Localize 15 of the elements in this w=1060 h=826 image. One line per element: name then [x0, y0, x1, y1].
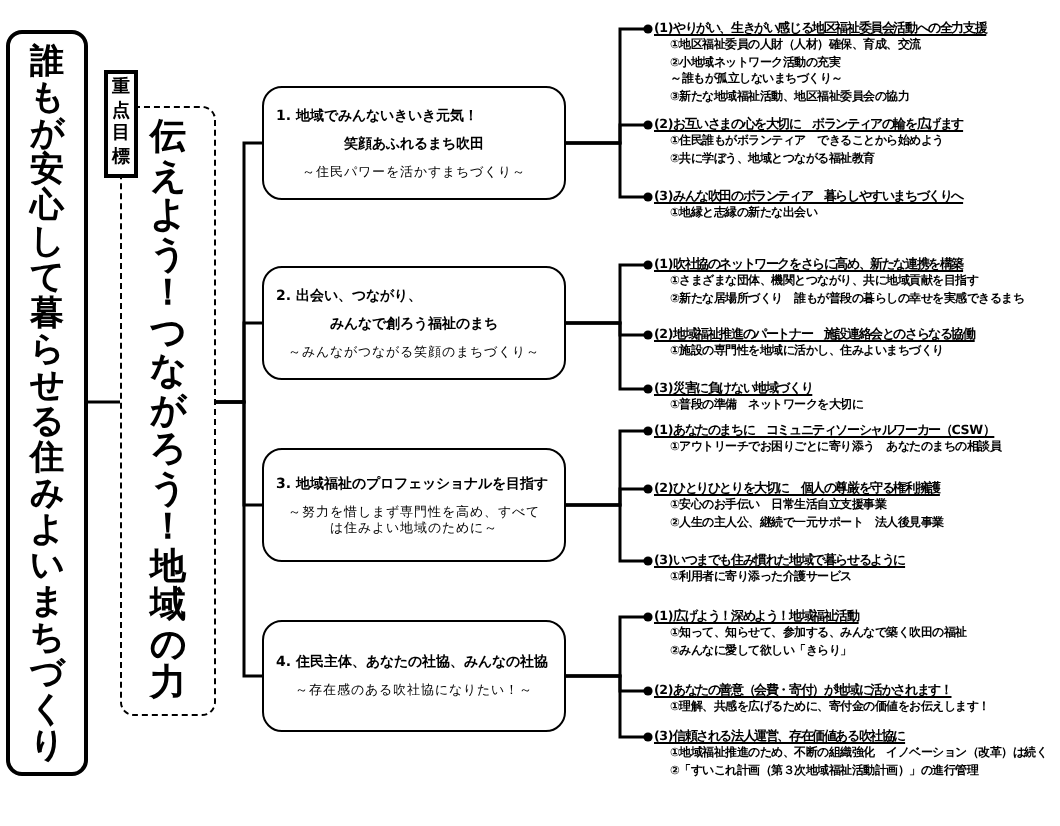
title-text: 誰もが安心して暮らせる住みよいまちづくり [30, 43, 64, 763]
connector-line [216, 400, 262, 678]
goal-box [262, 266, 566, 380]
tag-box [104, 70, 138, 178]
connector-line [566, 321, 653, 394]
goal-box [262, 86, 566, 200]
connector-line [566, 141, 653, 202]
connector-line [566, 503, 653, 566]
objective-text: 伝えよう！つながろう！地域の力 [150, 118, 186, 704]
connector-line [88, 400, 120, 404]
goal-box [262, 448, 566, 562]
tag-text: 重点目標 [112, 78, 130, 170]
goal-box [262, 620, 566, 732]
connector-line [566, 674, 653, 742]
title-box [6, 30, 88, 776]
